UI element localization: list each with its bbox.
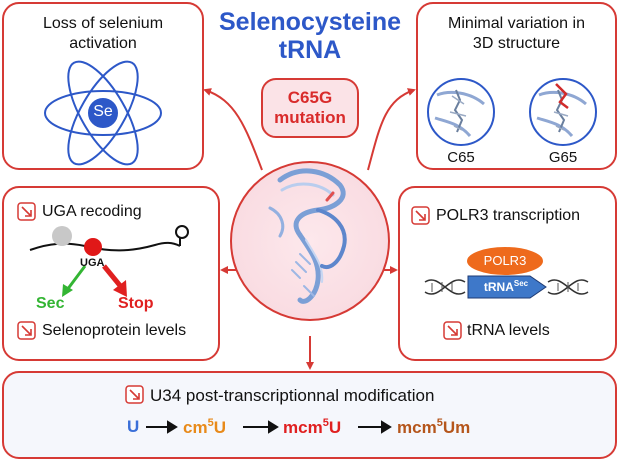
- modification-chain-arrows: [146, 420, 392, 434]
- structure-g65-circle: [529, 78, 597, 146]
- polr3-diagram: [424, 245, 589, 299]
- mutation-label: C65G: [287, 88, 333, 107]
- down-right-arrow-icon: [125, 385, 144, 404]
- structure-c65-circle: [427, 78, 495, 146]
- down-right-arrow-icon: [17, 202, 36, 221]
- main-title-line2: tRNA: [278, 36, 342, 64]
- mrna-recoding-diagram: [29, 225, 189, 297]
- arrow-to-top-left: [203, 88, 263, 171]
- down-right-arrow-icon: [17, 321, 36, 340]
- mid-left-title: UGA recoding: [42, 203, 142, 220]
- panel-top-left: [2, 2, 204, 170]
- chem-u: U: [127, 417, 140, 436]
- down-right-arrow-icon: [411, 206, 430, 225]
- c65-label: C65: [447, 149, 475, 166]
- main-title: Selenocysteine: [218, 8, 402, 36]
- top-left-title: Loss of selenium: [42, 15, 164, 32]
- mutation-badge: [261, 78, 359, 138]
- chem-mcm5u: mcm5U: [283, 417, 342, 437]
- codon-label: UGA: [80, 257, 105, 269]
- mutation-label-line2: mutation: [274, 108, 346, 127]
- sec-label: Sec: [36, 295, 65, 312]
- down-right-arrow-icon: [443, 321, 462, 340]
- mid-right-title: POLR3 transcription: [436, 207, 581, 224]
- trna-3d-structure: [268, 168, 347, 304]
- top-right-title: Minimal variation in: [448, 15, 585, 32]
- atom-symbol: Se: [93, 103, 113, 120]
- chem-cm5u: cm5U: [183, 417, 226, 437]
- top-left-title-line2: activation: [69, 35, 137, 52]
- panel-bottom: [2, 371, 617, 459]
- arrow-to-top-right: [367, 88, 416, 171]
- trna-center-circle: [230, 161, 390, 321]
- polr3-label: POLR3: [483, 253, 527, 268]
- stop-label: Stop: [118, 295, 154, 312]
- g65-label: G65: [548, 149, 578, 166]
- trna-sec-gene-label: tRNASec: [483, 279, 529, 294]
- mid-right-bottom-label: tRNA levels: [467, 322, 550, 339]
- top-right-title-line2: 3D structure: [472, 35, 561, 52]
- chem-mcm5um: mcm5Um: [397, 417, 471, 437]
- selenium-atom: [44, 60, 162, 166]
- bottom-title: U34 post-transcriptionnal modification: [150, 386, 435, 405]
- mid-left-bottom-label: Selenoprotein levels: [42, 322, 187, 339]
